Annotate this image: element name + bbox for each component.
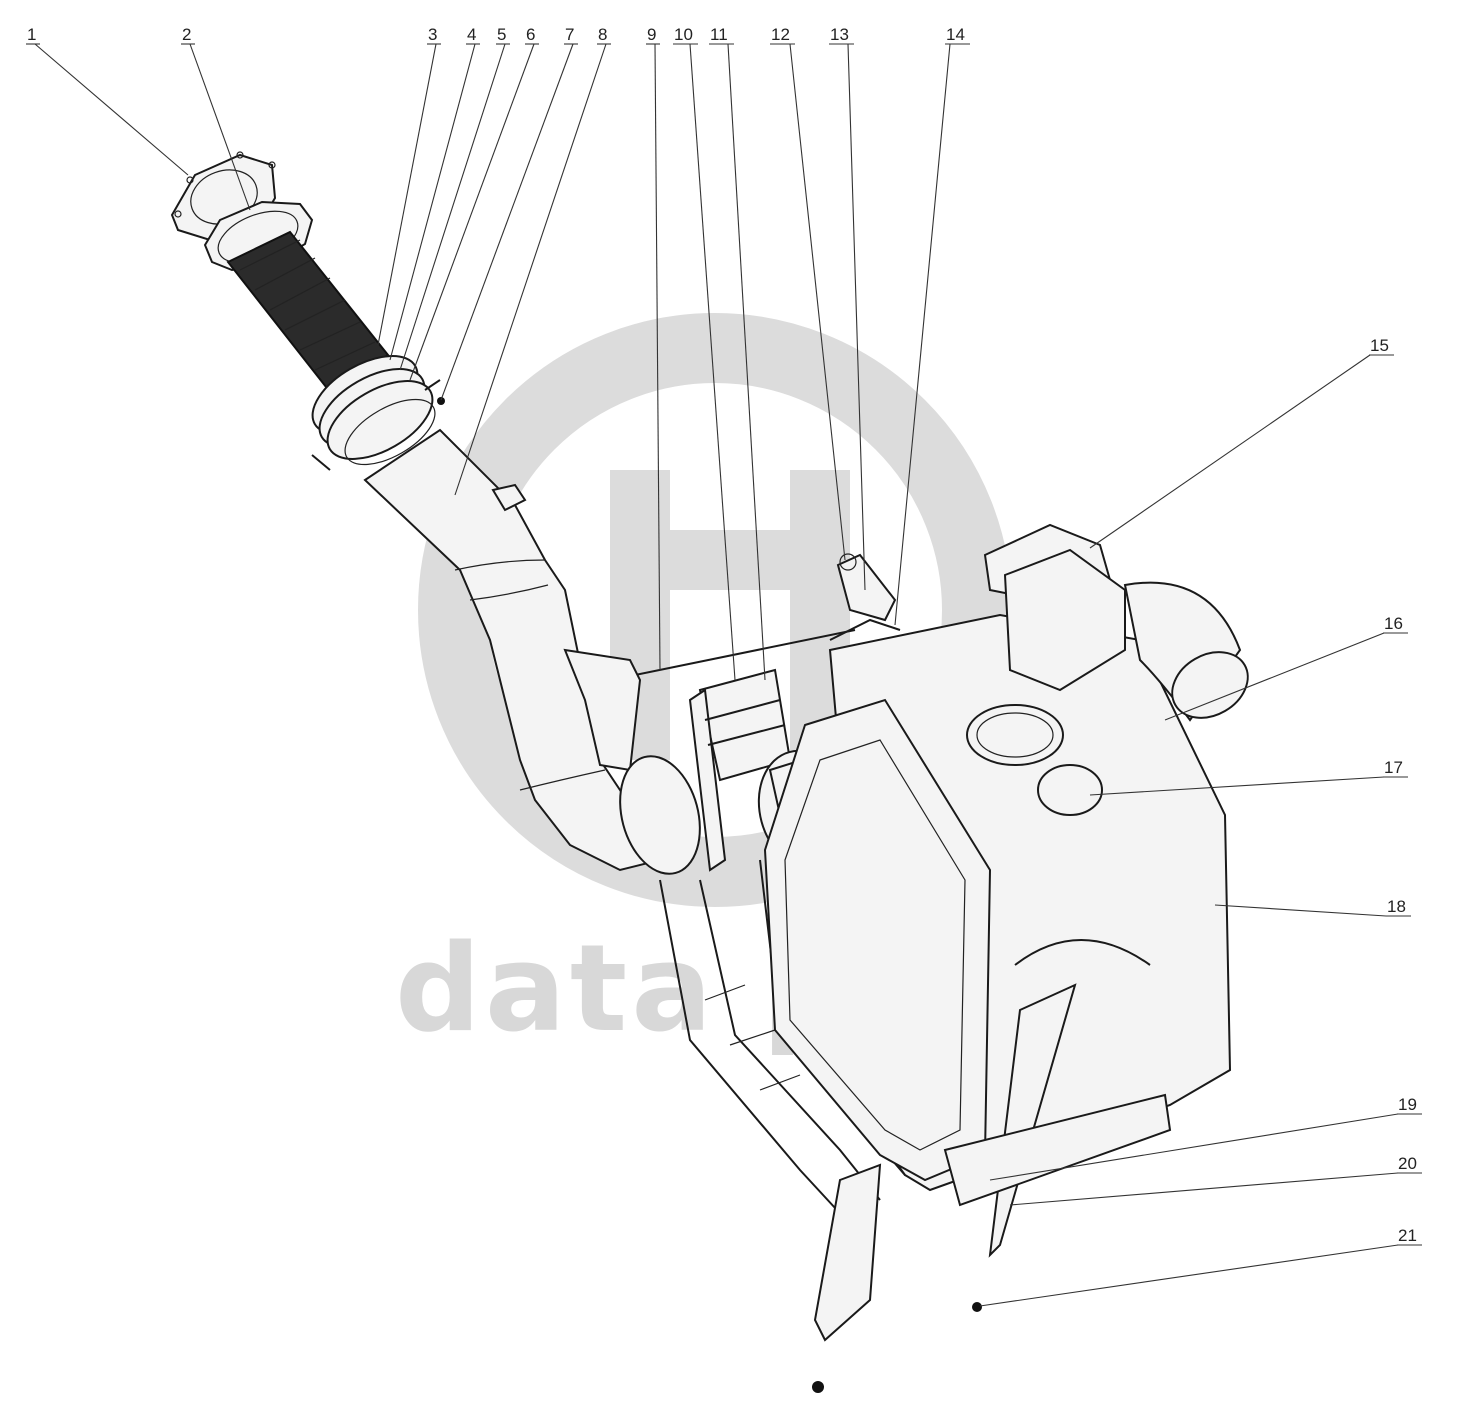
muffler-body-part xyxy=(763,523,1249,1258)
marker-dot-21 xyxy=(972,1302,982,1312)
callout-17: 17 xyxy=(1089,758,1408,796)
callouts: 1 2 3 4 5 6 7 xyxy=(26,25,1422,1307)
callout-3: 3 xyxy=(377,25,441,346)
svg-text:7: 7 xyxy=(565,25,574,44)
sensor-clip-part xyxy=(829,553,901,641)
callout-8: 8 xyxy=(454,25,611,496)
svg-text:8: 8 xyxy=(598,25,607,44)
svg-text:19: 19 xyxy=(1398,1095,1417,1114)
svg-text:17: 17 xyxy=(1384,758,1403,777)
svg-text:12: 12 xyxy=(771,25,790,44)
callout-20: 20 xyxy=(1009,1154,1422,1206)
callout-7: 7 xyxy=(440,25,578,401)
clamp-assembly-part xyxy=(311,355,445,471)
flange-bellows-part xyxy=(203,200,390,394)
svg-text:6: 6 xyxy=(526,25,535,44)
svg-text:5: 5 xyxy=(497,25,506,44)
callout-19: 19 xyxy=(989,1095,1422,1181)
callout-5: 5 xyxy=(399,25,510,371)
callout-10: 10 xyxy=(673,25,736,681)
callout-14: 14 xyxy=(894,25,970,626)
callout-9: 9 xyxy=(646,25,661,671)
callout-16: 16 xyxy=(1164,614,1408,721)
svg-text:3: 3 xyxy=(428,25,437,44)
parts-drawing xyxy=(170,151,1249,1393)
svg-text:14: 14 xyxy=(946,25,965,44)
svg-text:15: 15 xyxy=(1370,336,1389,355)
watermark-logo-circle xyxy=(418,313,1012,907)
callout-11: 11 xyxy=(709,25,766,681)
callout-13: 13 xyxy=(829,25,866,591)
svg-text:1: 1 xyxy=(27,25,36,44)
svg-text:20: 20 xyxy=(1398,1154,1417,1173)
svg-text:18: 18 xyxy=(1387,897,1406,916)
callout-1: 1 xyxy=(26,25,189,176)
callout-6: 6 xyxy=(409,25,539,381)
svg-text:9: 9 xyxy=(647,25,656,44)
callout-12: 12 xyxy=(770,25,846,561)
marker-dot-bottom xyxy=(812,1381,824,1393)
callout-15: 15 xyxy=(1089,336,1394,549)
svg-text:4: 4 xyxy=(467,25,476,44)
svg-text:21: 21 xyxy=(1398,1226,1417,1245)
svg-text:11: 11 xyxy=(710,25,728,44)
callout-21: 21 xyxy=(979,1226,1422,1307)
svg-text:16: 16 xyxy=(1384,614,1403,633)
callout-18: 18 xyxy=(1214,897,1411,917)
svg-text:10: 10 xyxy=(674,25,693,44)
svg-text:2: 2 xyxy=(182,25,191,44)
watermark-logo-glyph xyxy=(610,470,850,760)
callout-2: 2 xyxy=(181,25,251,211)
callout-4: 4 xyxy=(389,25,480,361)
svg-text:13: 13 xyxy=(830,25,849,44)
